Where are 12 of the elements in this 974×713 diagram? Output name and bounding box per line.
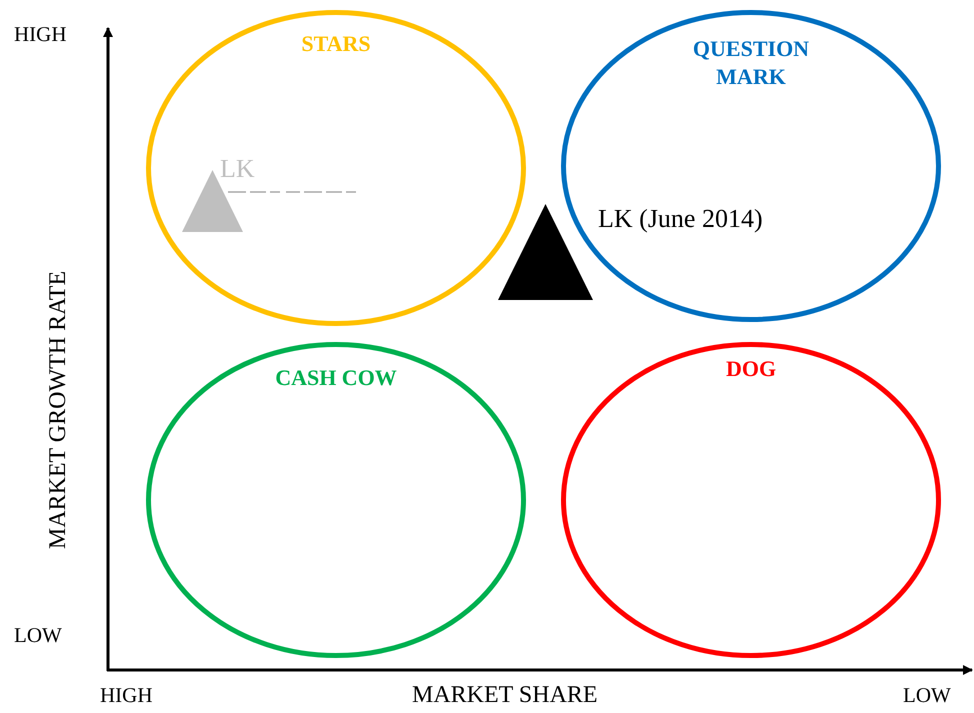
axis-tick-label: LOW <box>14 623 62 647</box>
axis-tick-label: HIGH <box>100 683 152 707</box>
quadrant-title: CASH COW <box>274 364 398 392</box>
axis-tick-label: HIGH <box>14 22 66 46</box>
axis-title: MARKET GROWTH RATE <box>46 270 70 550</box>
axis-tick-label: LOW <box>903 683 951 707</box>
quadrant-title: DOG <box>724 355 778 383</box>
marker-label: LK (June 2014) <box>598 204 763 234</box>
quadrant-title: QUESTION MARK <box>692 35 810 91</box>
quadrant-title: STARS <box>300 30 372 58</box>
axis-title: MARKET SHARE <box>412 683 598 707</box>
marker-label: LK <box>220 154 255 184</box>
